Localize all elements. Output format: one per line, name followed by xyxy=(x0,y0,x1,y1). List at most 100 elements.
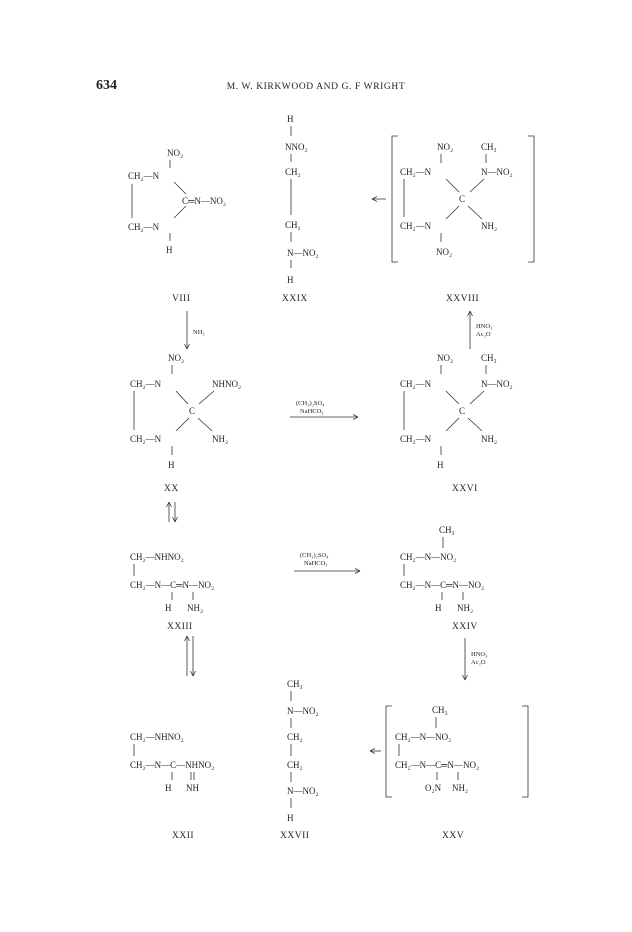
label-viii: VIII xyxy=(172,294,190,304)
bond-line xyxy=(175,417,190,432)
formula-fragment: NH xyxy=(186,783,199,793)
formula-fragment: N—NO₂ xyxy=(481,167,513,177)
label-xxiii: XXIII xyxy=(167,622,193,632)
arrow-xxiv-to-xxv: HNO₃ Ac₂O xyxy=(462,638,487,681)
formula-fragment: CH₂—N xyxy=(400,167,432,177)
formula-fragment: NH₂ xyxy=(481,434,497,444)
bond-line xyxy=(385,705,392,798)
formula-fragment: NH₂ xyxy=(187,603,203,613)
formula-fragment: NH₂ xyxy=(452,783,468,793)
xxix-nno2: NNO₂ xyxy=(285,142,308,152)
formula-fragment: CH₃ xyxy=(287,679,303,689)
viii-h: H xyxy=(166,245,173,255)
bond-line xyxy=(184,343,190,350)
label-xxvi: XXVI xyxy=(452,484,478,494)
formula-fragment: NO₂ xyxy=(168,353,184,363)
formula-fragment: C xyxy=(459,406,465,416)
viii-ch2-n-bottom: CH₂—N xyxy=(128,222,160,232)
formula-fragment: NHNO₂ xyxy=(212,379,241,389)
bond-line xyxy=(352,414,359,420)
bond-line xyxy=(184,635,190,642)
formula-fragment: HNO₃ xyxy=(471,651,487,658)
bond-line xyxy=(172,516,178,523)
xxix-h-bottom: H xyxy=(287,275,294,285)
compound-viii-structure: NO₂ CH₂—N C═N—NO₂ CH₂—N H xyxy=(128,148,226,255)
xxix-ch2-a: CH₂ xyxy=(285,167,301,177)
formula-fragment: Ac₂O xyxy=(476,331,491,338)
bond-line xyxy=(469,390,485,405)
bond-line xyxy=(445,390,460,405)
bond-line xyxy=(467,417,483,432)
bond-line xyxy=(469,178,485,193)
formula-fragment: N—NO₂ xyxy=(287,706,319,716)
formula-fragment: CH₂—N xyxy=(400,434,432,444)
label-xxii: XXII xyxy=(172,831,194,841)
compound-xxv-structure: CH₃ CH₂—N—NO₂ CH₂—N—C═N—NO₂ O₂N NH₂ xyxy=(369,705,529,798)
formula-fragment: H xyxy=(287,813,294,823)
arrow-xxiii-to-xxiv: (CH₃)₂SO₄ NaHCO₃ xyxy=(294,552,361,574)
formula-fragment: H xyxy=(168,460,175,470)
bond-line xyxy=(197,417,213,432)
formula-fragment: H xyxy=(435,603,442,613)
arrow-xxvi-to-xxviii: HNO₃ Ac₂O xyxy=(467,310,492,349)
viii-no2: NO₂ xyxy=(167,148,183,158)
xxix-n-no2: N—NO₂ xyxy=(287,248,319,258)
formula-fragment: Ac₂O xyxy=(471,659,486,666)
label-xxviii: XXVIII xyxy=(446,294,479,304)
formula-fragment: NH₃ xyxy=(193,329,205,336)
formula-fragment: CH₂—N xyxy=(400,221,432,231)
formula-fragment: C xyxy=(189,406,195,416)
compound-xxix-structure: H NNO₂ CH₂ CH₂ N—NO₂ H xyxy=(285,114,319,285)
formula-fragment: CH₃ xyxy=(481,353,497,363)
bond-line xyxy=(371,196,378,202)
formula-fragment: CH₃ xyxy=(439,525,455,535)
label-xxiv: XXIV xyxy=(452,622,478,632)
formula-fragment: CH₂ xyxy=(287,732,303,742)
compound-xxiv-structure: CH₃ CH₂—N—NO₂ CH₂—N—C═N—NO₂ H NH₂ xyxy=(400,525,484,613)
arrow-viii-to-xx: NH₃ xyxy=(184,311,205,350)
formula-fragment: O₂N xyxy=(425,783,442,793)
formula-fragment: HNO₃ xyxy=(476,323,492,330)
bond-line xyxy=(445,205,460,220)
formula-fragment: (CH₃)₂SO₄ xyxy=(300,552,329,559)
formula-fragment: CH₃ xyxy=(481,142,497,152)
bond-line xyxy=(445,178,460,193)
formula-fragment: CH₂—N—C═N—NO₂ xyxy=(395,760,479,770)
formula-fragment: CH₂ xyxy=(287,760,303,770)
bond-line xyxy=(354,568,361,574)
formula-fragment: CH₃ xyxy=(432,705,448,715)
formula-fragment: CH₂—N—NO₂ xyxy=(400,552,456,562)
compound-xxvii-structure: CH₃ N—NO₂ CH₂ CH₂ N—NO₂ H xyxy=(287,679,319,823)
formula-fragment: CH₂—NHNO₂ xyxy=(130,732,184,742)
equilibrium-xxiii-xxii xyxy=(184,635,196,677)
formula-fragment: H xyxy=(165,783,172,793)
formula-fragment: NO₂ xyxy=(437,142,453,152)
formula-fragment: C xyxy=(459,194,465,204)
formula-fragment: H xyxy=(165,603,172,613)
compound-xxii-structure: CH₂—NHNO₂ CH₂—N—C—NHNO₂ H NH xyxy=(130,732,214,793)
bond-line xyxy=(522,705,529,798)
bond-line xyxy=(391,135,398,263)
formula-fragment: (CH₃)₂SO₄ xyxy=(296,400,325,407)
label-xx: XX xyxy=(164,484,179,494)
compound-xxiii-structure: CH₂—NHNO₂ CH₂—N—C═N—NO₂ H NH₂ xyxy=(130,552,214,613)
viii-c-n-no2: C═N—NO₂ xyxy=(182,196,226,206)
bond-line xyxy=(467,205,483,220)
bond-line xyxy=(190,670,196,677)
equilibrium-xx-xxiii xyxy=(166,501,178,523)
formula-fragment: H xyxy=(437,460,444,470)
page-number: 634 xyxy=(96,78,117,93)
bond-line xyxy=(467,310,473,317)
compound-xxvi-structure: NO₂ CH₃ CH₂—N N—NO₂ C CH₂—N NH₂ H xyxy=(400,353,513,470)
formula-fragment: NO₂ xyxy=(437,353,453,363)
formula-fragment: NH₂ xyxy=(457,603,473,613)
label-xxvii: XXVII xyxy=(280,831,309,841)
bond-line xyxy=(462,674,468,681)
label-xxix: XXIX xyxy=(282,294,308,304)
formula-fragment: CH₂—N—NO₂ xyxy=(395,732,451,742)
bond-line xyxy=(445,417,460,432)
xxix-h-top: H xyxy=(287,114,294,124)
formula-fragment: CH₂—N—C═N—NO₂ xyxy=(130,580,214,590)
formula-fragment: N—NO₂ xyxy=(287,786,319,796)
